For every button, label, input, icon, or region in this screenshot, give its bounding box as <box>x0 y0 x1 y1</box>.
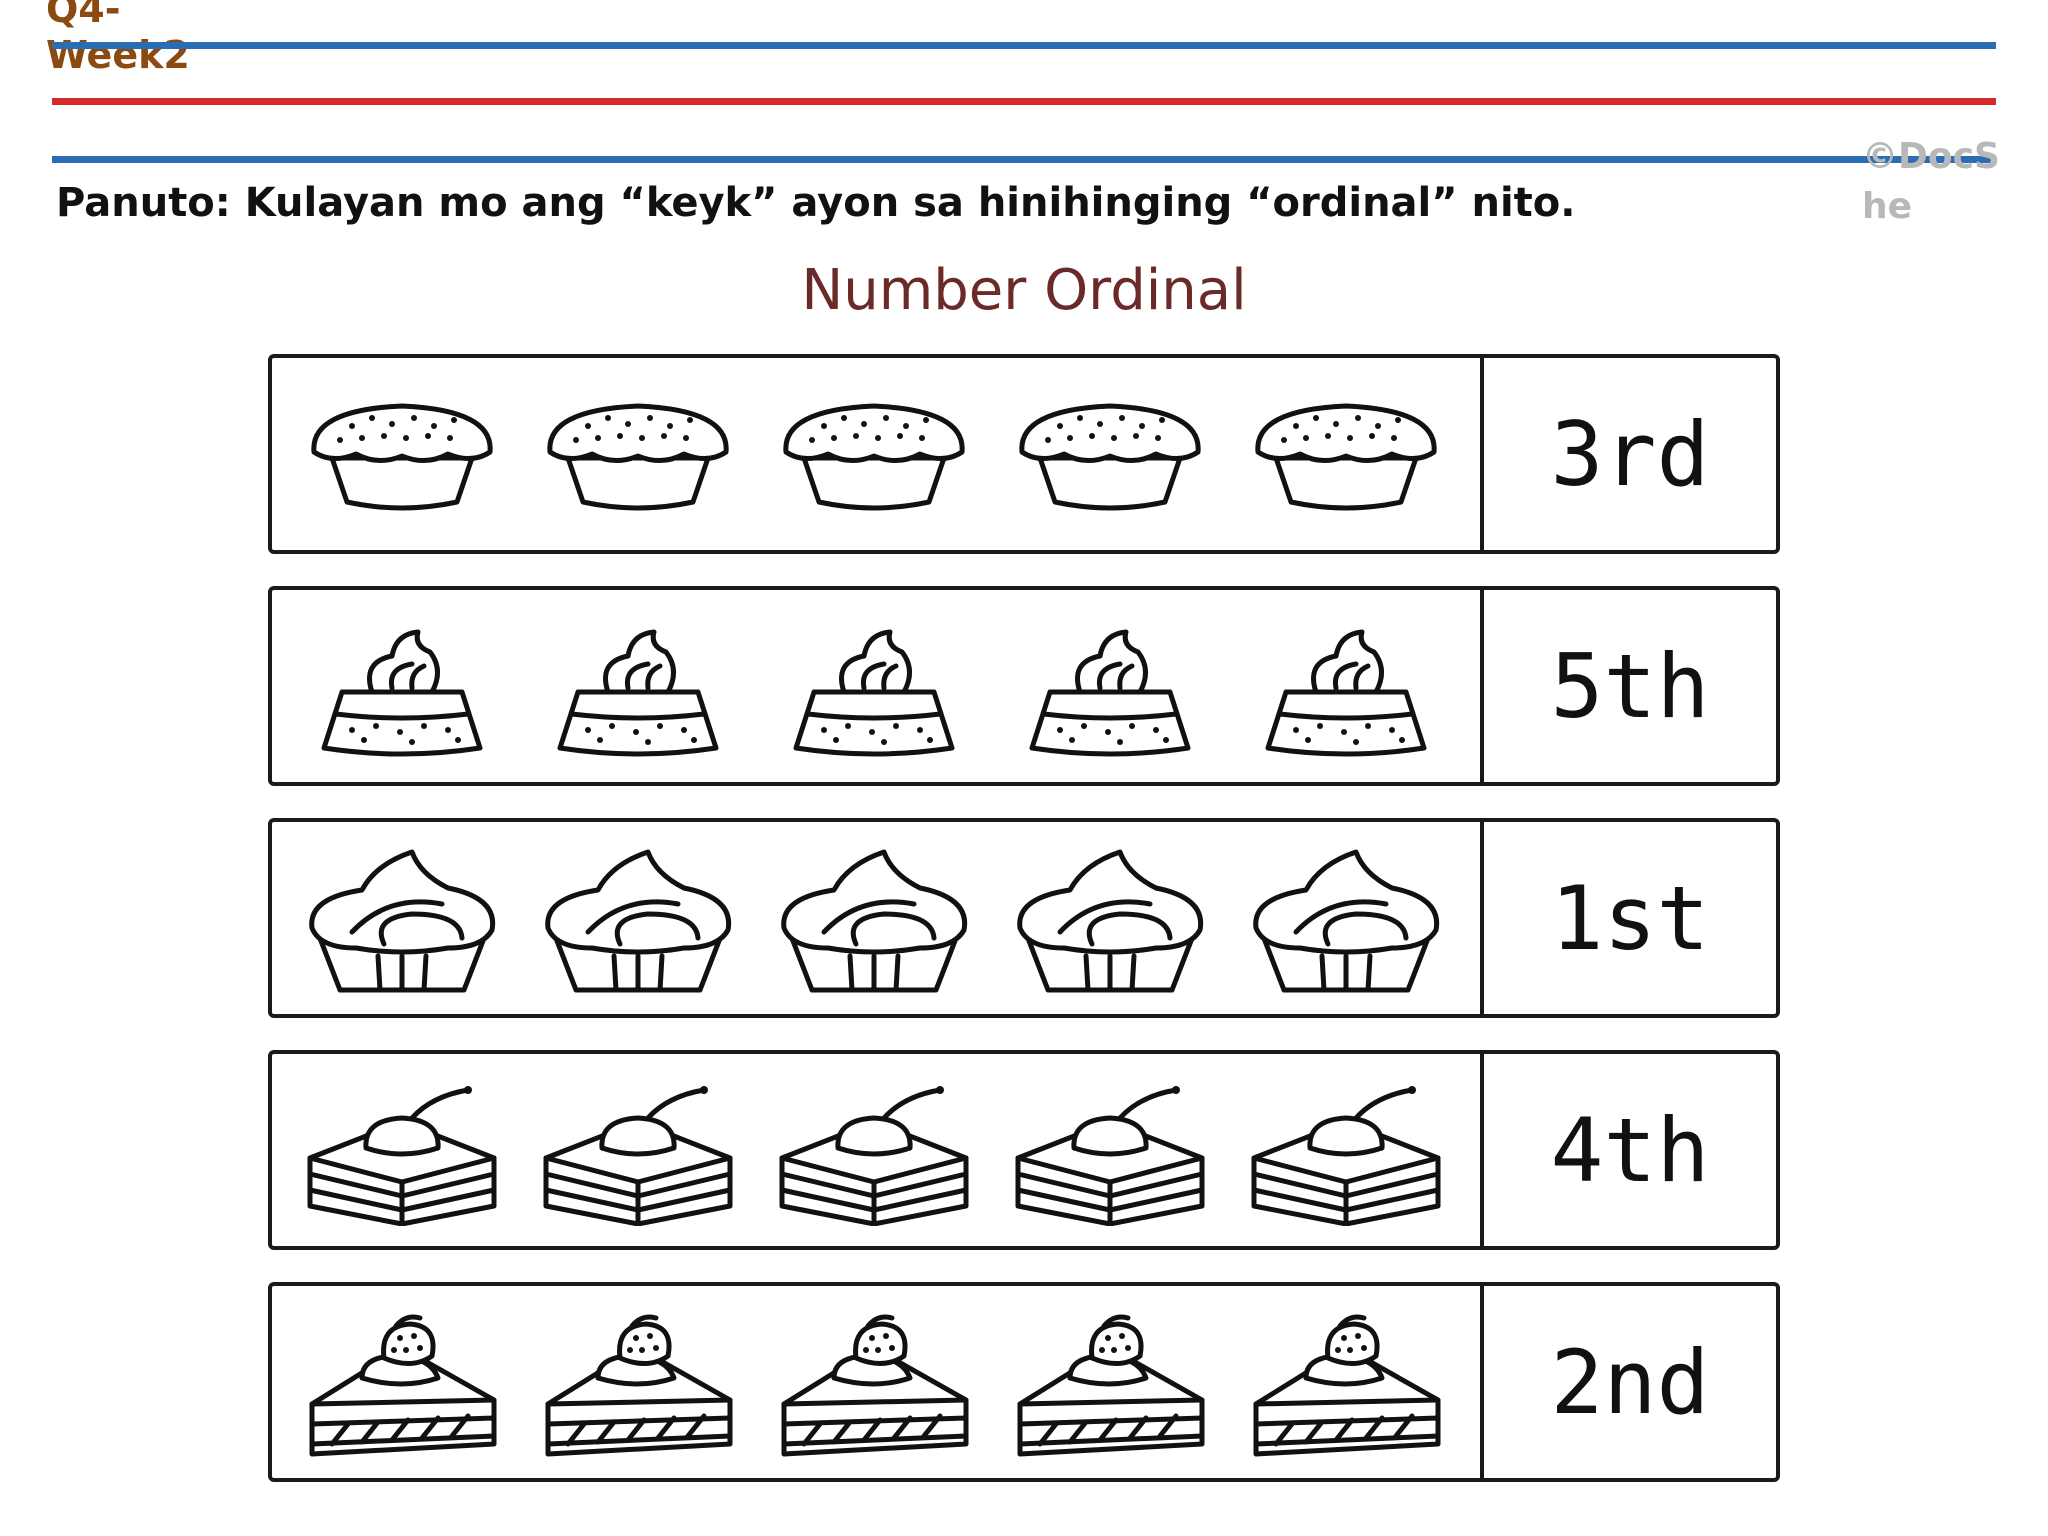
cake-cell <box>272 358 1484 550</box>
cherry-layer-cake-icon[interactable] <box>528 1076 748 1227</box>
muffin-icon[interactable] <box>1000 380 1220 530</box>
cherry-layer-cake-icon[interactable] <box>764 1076 984 1227</box>
worksheet-row: 2nd <box>268 1282 1780 1482</box>
cake-cell <box>272 590 1484 782</box>
header-rule-red <box>52 98 1996 105</box>
strawberry-cake-slice-icon[interactable] <box>1236 1308 1456 1458</box>
worksheet-row: 1st <box>268 818 1780 1018</box>
cream-pudding-icon[interactable] <box>528 612 748 762</box>
header-rule-blue-bottom <box>52 156 1996 163</box>
cream-pudding-icon[interactable] <box>1000 612 1220 762</box>
swirl-cupcake-icon[interactable] <box>764 844 984 994</box>
swirl-cupcake-icon[interactable] <box>1000 844 1220 994</box>
cherry-layer-cake-icon[interactable] <box>292 1076 512 1227</box>
muffin-icon[interactable] <box>528 380 748 530</box>
muffin-icon[interactable] <box>292 380 512 530</box>
ordinal-label: 5th <box>1550 634 1710 738</box>
cake-cell <box>272 1286 1484 1478</box>
cherry-layer-cake-icon[interactable] <box>1000 1076 1220 1227</box>
cherry-layer-cake-icon[interactable] <box>1236 1076 1456 1227</box>
worksheet-row: 3rd <box>268 354 1780 554</box>
cream-pudding-icon[interactable] <box>292 612 512 762</box>
swirl-cupcake-icon[interactable] <box>1236 844 1456 994</box>
cream-pudding-icon[interactable] <box>764 612 984 762</box>
swirl-cupcake-icon[interactable] <box>528 844 748 994</box>
strawberry-cake-slice-icon[interactable] <box>764 1308 984 1458</box>
worksheet-title: Number Ordinal <box>801 258 1247 323</box>
cream-pudding-icon[interactable] <box>1236 612 1456 762</box>
ordinal-label: 2nd <box>1550 1330 1710 1434</box>
ordinal-label: 1st <box>1550 866 1710 970</box>
ordinal-label: 4th <box>1550 1098 1710 1202</box>
strawberry-cake-slice-icon[interactable] <box>1000 1308 1220 1458</box>
swirl-cupcake-icon[interactable] <box>292 844 512 994</box>
muffin-icon[interactable] <box>764 380 984 530</box>
cake-cell <box>272 1054 1484 1246</box>
worksheet-row: 4th <box>268 1050 1780 1250</box>
strawberry-cake-slice-icon[interactable] <box>292 1308 512 1458</box>
instruction-text: Panuto: Kulayan mo ang “keyk” ayon sa hi… <box>56 180 1576 226</box>
muffin-icon[interactable] <box>1236 380 1456 530</box>
copyright-watermark: ©DocShe <box>1862 136 2000 227</box>
strawberry-cake-slice-icon[interactable] <box>528 1308 748 1458</box>
worksheet-row: 5th <box>268 586 1780 786</box>
ordinal-label: 3rd <box>1550 402 1710 506</box>
header-rule-blue-top <box>52 42 1996 49</box>
corner-label: Q4-Week2 <box>46 0 190 77</box>
cake-cell <box>272 822 1484 1014</box>
